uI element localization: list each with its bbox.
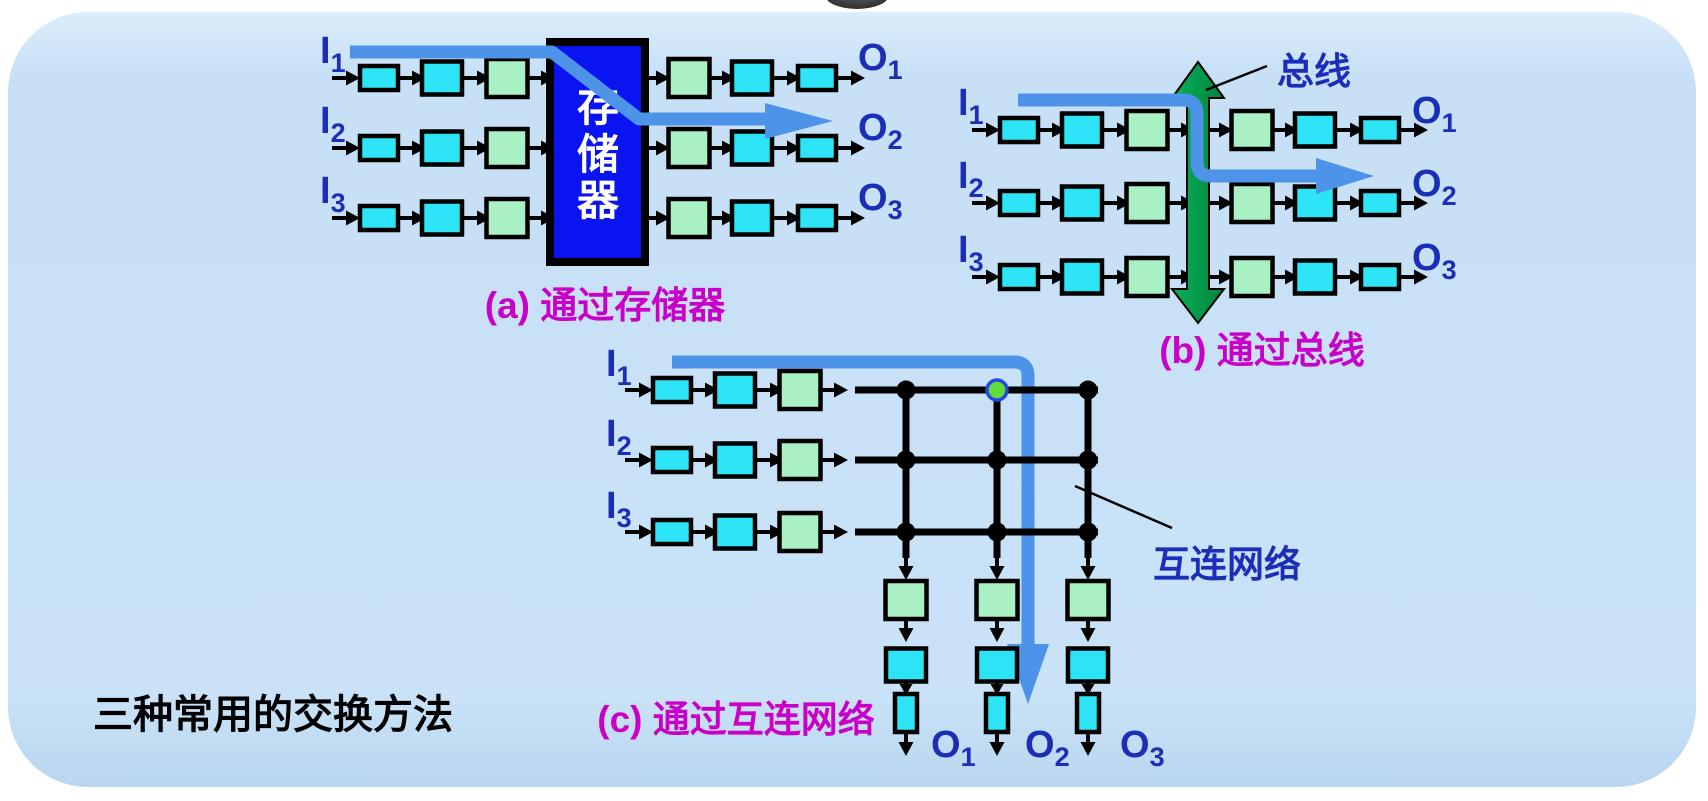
input-label-i2: I2: [320, 100, 346, 148]
top-decoration-blob: [827, 0, 887, 9]
processing-chain: [625, 513, 848, 551]
route-arrow-via-bus: [1018, 93, 1374, 194]
processing-chain: [625, 441, 848, 479]
output-label-o1: O1: [931, 724, 976, 772]
crossbar-grid: [855, 386, 1098, 558]
input-label-i3: I3: [606, 485, 632, 533]
output-label-o2: O2: [1412, 163, 1457, 211]
caption-a: (a) 通过存储器: [485, 285, 726, 326]
caption-c: (c) 通过互连网络: [597, 698, 875, 740]
input-label-i2: I2: [958, 155, 984, 203]
input-label-i3: I3: [320, 170, 346, 218]
processing-chain: [972, 184, 1195, 222]
memory-label-char: 储: [577, 131, 619, 178]
input-label-i1: I1: [958, 82, 984, 130]
input-label-i3: I3: [958, 229, 984, 277]
input-label-i2: I2: [606, 413, 632, 461]
active-crosspoint: [985, 378, 1009, 402]
crosspoint-dots: [896, 378, 1098, 542]
output-label-o2: O2: [1025, 724, 1070, 772]
bus-pointer-line: [1205, 64, 1268, 92]
processing-chain: [972, 111, 1195, 149]
processing-chain: [332, 129, 555, 167]
processing-chain: [642, 59, 865, 97]
processing-chain: [332, 59, 555, 97]
output-label-o3: O3: [858, 177, 903, 225]
route-arrow-via-memory: [350, 45, 833, 139]
processing-chain: [1205, 111, 1428, 149]
input-label-i1: I1: [320, 30, 346, 78]
diagram-c: 互连网络 I1 I2 I3 O1 O2 O3 (c) 通过互连网络: [597, 343, 1301, 772]
processing-chain: [642, 129, 865, 167]
network-label: 互连网络: [1153, 543, 1301, 585]
page-title: 三种常用的交换方法: [93, 693, 453, 737]
network-pointer-line: [1074, 484, 1173, 530]
processing-chain: [332, 199, 555, 237]
output-label-o2: O2: [858, 107, 903, 155]
bus-label: 总线: [1277, 51, 1351, 92]
processing-chain: [972, 258, 1195, 296]
caption-b: (b) 通过总线: [1159, 330, 1365, 371]
route-arrow-via-network: [672, 355, 1049, 704]
processing-chain: [1205, 258, 1428, 296]
memory-box: 存 储 器: [546, 38, 649, 266]
output-label-o1: O1: [858, 37, 903, 85]
input-label-i1: I1: [606, 343, 632, 391]
diagram-b: 总线 I1 I2 I3 O1 O2 O3 (b) 通过总线: [958, 51, 1457, 371]
memory-label-char: 器: [577, 177, 620, 224]
output-label-o3: O3: [1412, 237, 1457, 285]
output-label-o3: O3: [1120, 724, 1165, 772]
processing-chain: [625, 371, 848, 409]
processing-chain: [642, 199, 865, 237]
diagram-a: 存 储 器 I1 I2 I3 O1 O2 O3 (a) 通过存储器: [320, 30, 903, 326]
output-label-o1: O1: [1412, 90, 1457, 138]
